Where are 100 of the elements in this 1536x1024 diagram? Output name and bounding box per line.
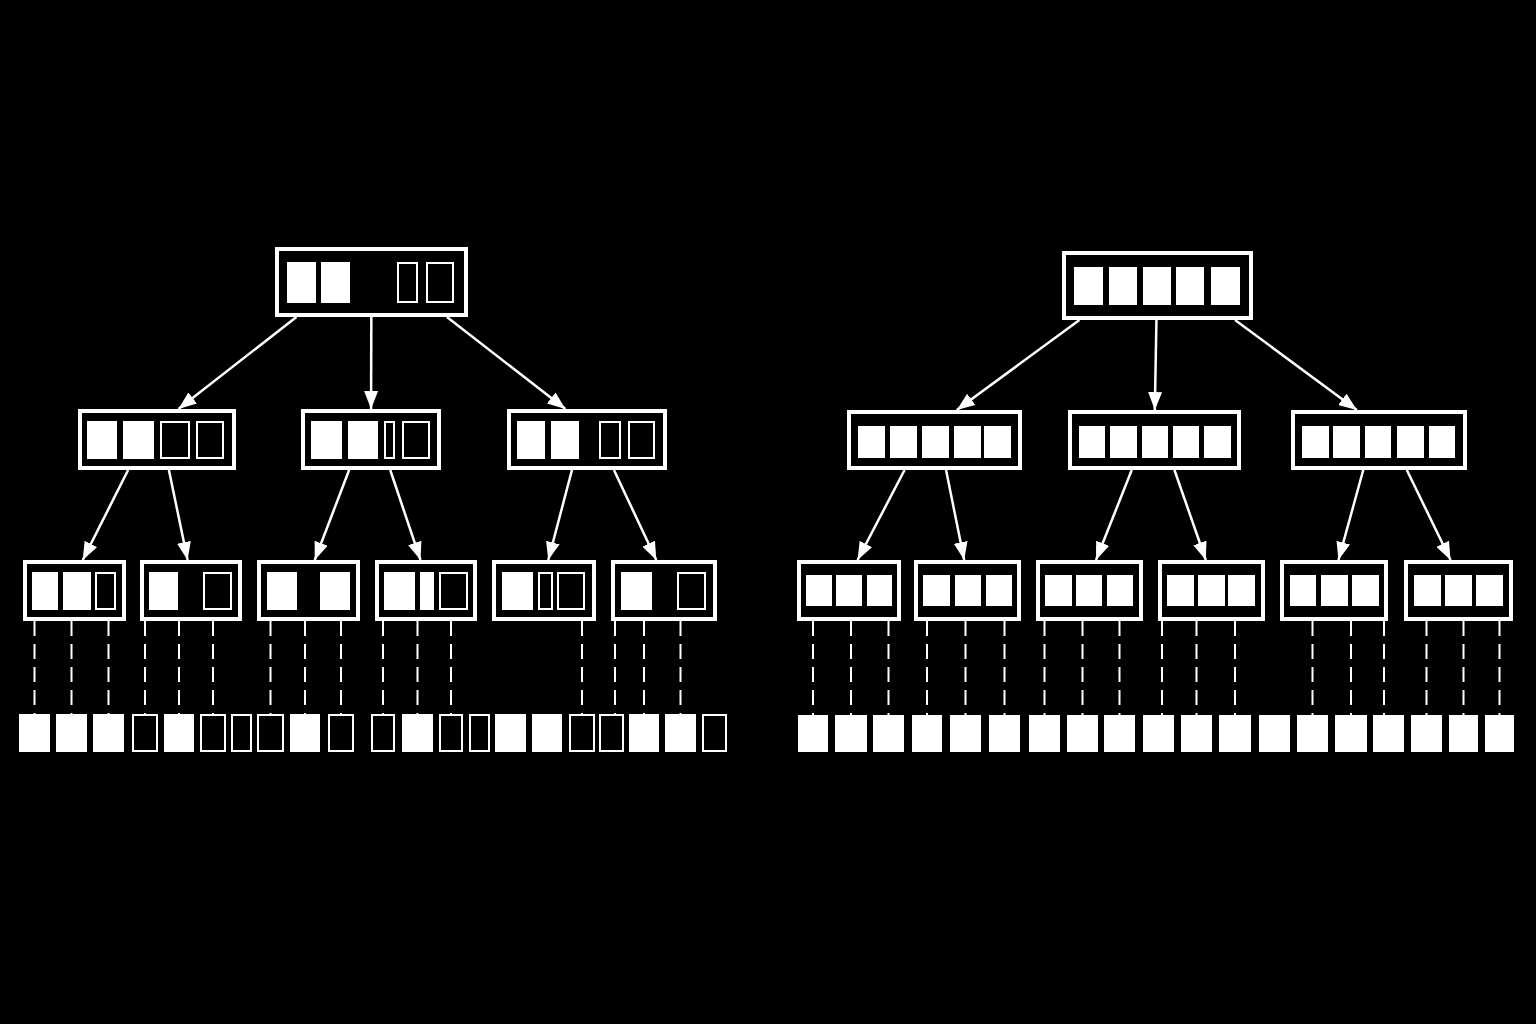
data-block bbox=[1104, 715, 1135, 752]
key-slot bbox=[806, 575, 832, 606]
key-slot bbox=[955, 575, 981, 606]
empty-slot bbox=[196, 421, 224, 459]
data-block bbox=[1029, 715, 1060, 752]
data-block bbox=[629, 714, 659, 752]
dashed-line bbox=[581, 620, 583, 715]
arrow bbox=[612, 469, 658, 561]
dashed-line bbox=[614, 620, 616, 715]
tree-node bbox=[1291, 410, 1467, 470]
data-block bbox=[1449, 715, 1478, 752]
dashed-line bbox=[1118, 620, 1121, 716]
key-slot bbox=[1107, 575, 1133, 606]
key-slot bbox=[123, 421, 154, 459]
arrow bbox=[364, 317, 379, 409]
key-slot bbox=[287, 262, 316, 303]
data-block bbox=[798, 715, 828, 752]
empty-block bbox=[439, 714, 463, 752]
key-slot bbox=[267, 572, 297, 610]
dashed-line bbox=[926, 620, 928, 716]
empty-block bbox=[200, 714, 226, 752]
tree-node bbox=[275, 247, 468, 317]
arrow bbox=[546, 469, 574, 561]
data-block bbox=[532, 714, 562, 752]
key-slot bbox=[551, 421, 579, 459]
data-block bbox=[835, 715, 867, 752]
dashed-line bbox=[1003, 620, 1006, 716]
data-block bbox=[495, 714, 526, 752]
data-block bbox=[1335, 715, 1367, 752]
key-slot bbox=[502, 572, 533, 610]
key-slot bbox=[890, 426, 917, 458]
key-slot bbox=[1110, 426, 1137, 458]
arrow bbox=[1173, 469, 1207, 561]
empty-block bbox=[599, 714, 624, 752]
key-slot bbox=[384, 572, 415, 610]
arrow bbox=[446, 316, 567, 410]
dashed-line bbox=[340, 620, 342, 715]
dashed-line bbox=[887, 620, 890, 716]
dashed-line bbox=[1462, 620, 1465, 716]
dashed-line bbox=[812, 620, 814, 716]
tree-node bbox=[611, 560, 717, 621]
data-block bbox=[665, 714, 696, 752]
arrow bbox=[856, 469, 906, 561]
empty-block bbox=[328, 714, 354, 752]
key-slot bbox=[1173, 426, 1199, 458]
key-slot bbox=[87, 421, 117, 459]
empty-slot bbox=[599, 421, 621, 459]
key-slot bbox=[1204, 426, 1231, 458]
tree-node bbox=[507, 409, 667, 470]
dashed-line bbox=[144, 620, 146, 715]
dashed-line bbox=[1311, 620, 1314, 716]
dashed-line bbox=[1234, 620, 1236, 716]
key-slot bbox=[1109, 267, 1137, 305]
arrow bbox=[1234, 319, 1358, 411]
empty-slot bbox=[397, 262, 418, 303]
key-slot bbox=[1167, 575, 1194, 606]
tree-node bbox=[1404, 560, 1513, 621]
tree-node bbox=[23, 560, 126, 621]
data-block bbox=[402, 714, 433, 752]
key-slot bbox=[1228, 575, 1255, 606]
key-slot bbox=[420, 572, 434, 610]
key-slot bbox=[311, 421, 342, 459]
key-slot bbox=[149, 572, 178, 610]
key-slot bbox=[1142, 426, 1168, 458]
empty-slot bbox=[677, 572, 706, 610]
tree-node bbox=[914, 560, 1021, 621]
data-block bbox=[290, 714, 320, 752]
empty-slot bbox=[203, 572, 232, 610]
key-slot bbox=[1074, 267, 1103, 305]
data-block bbox=[1067, 715, 1098, 752]
data-block bbox=[950, 715, 981, 752]
key-slot bbox=[984, 426, 1011, 458]
dashed-line bbox=[1350, 620, 1352, 716]
key-slot bbox=[1045, 575, 1072, 606]
key-slot bbox=[986, 575, 1012, 606]
key-slot bbox=[1198, 575, 1225, 606]
data-block bbox=[1297, 715, 1328, 752]
dashed-line bbox=[382, 620, 384, 715]
tree-node bbox=[78, 409, 236, 470]
empty-slot bbox=[160, 421, 190, 459]
empty-block bbox=[257, 714, 284, 752]
key-slot bbox=[923, 575, 950, 606]
empty-block bbox=[469, 714, 490, 752]
data-block bbox=[1181, 715, 1212, 752]
dashed-line bbox=[269, 620, 272, 715]
data-block bbox=[912, 715, 942, 752]
data-block bbox=[19, 714, 50, 752]
key-slot bbox=[1290, 575, 1316, 606]
data-block bbox=[1259, 715, 1290, 752]
key-slot bbox=[321, 262, 350, 303]
data-block bbox=[1373, 715, 1404, 752]
arrow bbox=[81, 469, 130, 561]
data-block bbox=[1485, 715, 1514, 752]
tree-node bbox=[847, 410, 1022, 470]
data-block bbox=[1219, 715, 1251, 752]
tree-node bbox=[1036, 560, 1143, 621]
empty-slot bbox=[628, 421, 655, 459]
key-slot bbox=[836, 575, 862, 606]
empty-block bbox=[569, 714, 595, 752]
tree-node bbox=[1068, 410, 1241, 470]
